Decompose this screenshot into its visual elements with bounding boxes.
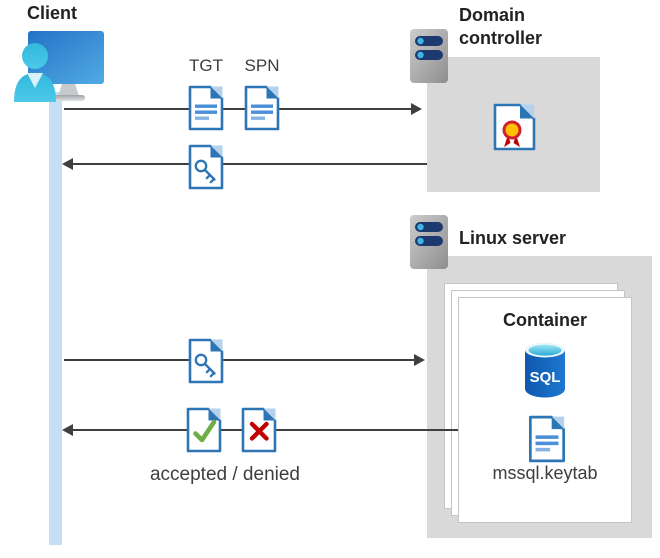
domain-controller-server-icon xyxy=(410,29,448,83)
x-mark-icon xyxy=(249,421,269,441)
container-card: Container SQL mssql.keytab xyxy=(458,297,632,523)
keytab-document-icon xyxy=(528,415,566,463)
auth-result-caption: accepted / denied xyxy=(149,464,300,485)
keytab-filename: mssql.keytab xyxy=(492,463,598,483)
certificate-icon xyxy=(493,103,536,151)
arrow-ticket-response xyxy=(62,158,427,170)
arrow-request-tickets xyxy=(64,103,422,115)
linux-server-label: Linux server xyxy=(459,228,567,248)
key-document-icon xyxy=(188,338,224,384)
spn-document-icon xyxy=(244,85,280,131)
linux-server-icon xyxy=(410,215,448,269)
client-label: Client xyxy=(27,3,78,23)
domain-controller-label: Domain controller xyxy=(459,5,543,48)
checkmark-icon xyxy=(193,419,217,443)
accepted-document-icon xyxy=(186,407,222,453)
tgt-document-icon xyxy=(188,85,224,131)
sql-icon-text: SQL xyxy=(530,369,561,386)
user-icon xyxy=(22,43,48,69)
spn-label: SPN xyxy=(244,56,280,75)
client-lifeline xyxy=(49,92,62,545)
tgt-label: TGT xyxy=(189,56,223,75)
client-computer-icon xyxy=(14,31,104,102)
sql-database-icon: SQL xyxy=(525,342,565,398)
denied-document-icon xyxy=(241,407,277,453)
container-title: Container xyxy=(502,310,587,330)
arrow-present-ticket xyxy=(64,354,425,366)
key-document-icon xyxy=(188,144,224,190)
